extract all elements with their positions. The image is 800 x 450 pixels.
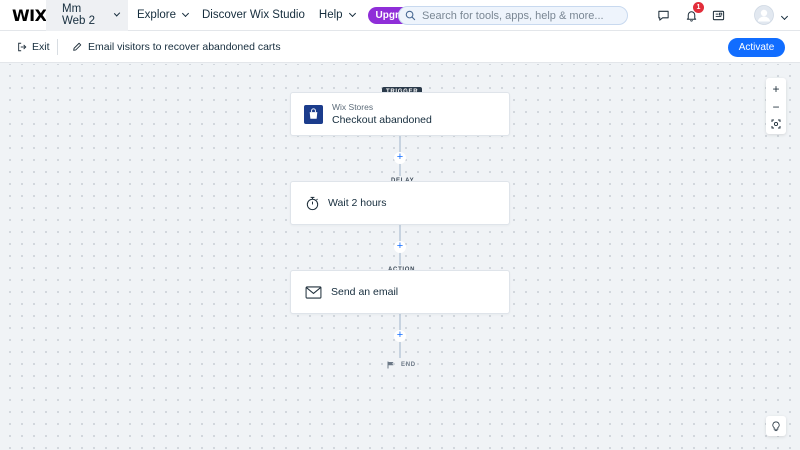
chevron-down-icon — [348, 9, 356, 18]
zoom-out-button[interactable]: − — [772, 100, 780, 114]
zoom-controls: + − — [766, 78, 786, 134]
divider — [57, 38, 58, 55]
site-switcher[interactable]: Mm Web 2 — [46, 0, 128, 31]
nav-discover-wix-studio[interactable]: Discover Wix Studio — [195, 0, 312, 31]
chat-icon — [655, 8, 671, 24]
automation-header: Exit Email visitors to recover abandoned… — [0, 31, 800, 63]
trigger-event: Checkout abandoned — [332, 114, 432, 126]
automation-title-text: Email visitors to recover abandoned cart… — [88, 40, 281, 53]
zoom-in-button[interactable]: + — [772, 82, 780, 96]
trigger-card[interactable]: Wix Stores Checkout abandoned — [290, 92, 510, 136]
delay-label: Wait 2 hours — [328, 197, 387, 209]
fit-to-screen-button[interactable] — [771, 119, 781, 129]
flow-end-marker: END — [387, 361, 416, 369]
chat-button[interactable] — [655, 0, 671, 31]
stopwatch-icon — [302, 193, 322, 213]
exit-label: Exit — [32, 40, 50, 53]
trigger-app-name: Wix Stores — [332, 102, 374, 112]
action-card[interactable]: Send an email — [290, 270, 510, 314]
nav-explore[interactable]: Explore — [130, 0, 195, 31]
inbox-icon — [710, 8, 726, 24]
search-bar[interactable] — [398, 6, 628, 25]
inbox-button[interactable] — [710, 0, 726, 31]
chevron-down-icon — [113, 10, 121, 17]
nav-explore-label: Explore — [137, 9, 176, 21]
delay-card[interactable]: Wait 2 hours — [290, 181, 510, 225]
notifications-button[interactable]: 1 — [683, 0, 704, 31]
bell-icon: 1 — [683, 1, 704, 24]
add-step-button[interactable]: + — [394, 241, 406, 253]
end-label: END — [401, 362, 416, 368]
account-menu[interactable] — [754, 5, 789, 30]
add-step-button[interactable]: + — [394, 330, 406, 342]
fit-to-screen-icon — [771, 119, 781, 129]
pencil-icon — [72, 42, 82, 52]
exit-button[interactable]: Exit — [0, 41, 57, 53]
chevron-down-icon — [181, 9, 190, 18]
chevron-down-icon — [780, 12, 789, 20]
avatar — [754, 5, 774, 30]
store-icon — [303, 104, 323, 124]
action-label: Send an email — [331, 286, 399, 298]
tips-button[interactable] — [766, 416, 786, 436]
exit-icon — [17, 42, 27, 52]
notification-count-badge: 1 — [693, 1, 704, 13]
search-icon — [405, 10, 416, 21]
activate-button[interactable]: Activate — [728, 38, 785, 57]
nav-help-label: Help — [318, 9, 343, 21]
flag-icon — [387, 361, 395, 369]
add-step-button[interactable]: + — [394, 152, 406, 164]
wix-logo[interactable]: WIX — [12, 5, 47, 25]
search-input[interactable] — [422, 9, 622, 22]
site-name: Mm Web 2 — [62, 3, 96, 27]
top-navigation-bar: WIX Mm Web 2 Explore Discover Wix Studio… — [0, 0, 800, 31]
nav-discover-label: Discover Wix Studio — [202, 9, 305, 21]
lightbulb-icon — [771, 421, 781, 432]
envelope-icon — [303, 282, 323, 302]
nav-help[interactable]: Help — [312, 0, 362, 31]
automation-title[interactable]: Email visitors to recover abandoned cart… — [72, 41, 281, 53]
